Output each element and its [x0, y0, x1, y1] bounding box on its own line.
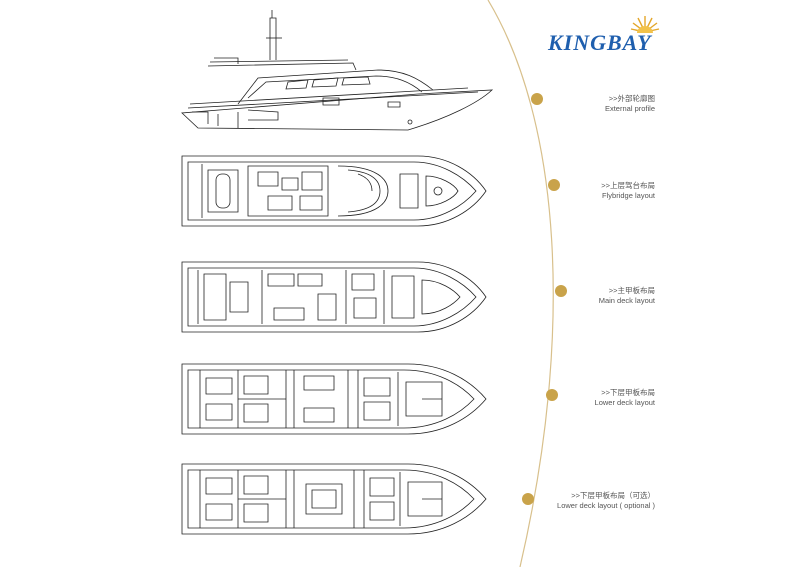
view-label-en: Main deck layout: [598, 296, 655, 305]
main-deck-layout-drawing: [178, 256, 490, 338]
view-label-en: External profile: [604, 104, 655, 113]
view-label-cn: >>下层甲板布局（可选）: [571, 491, 655, 500]
view-label-external: >>外部轮廓图 External profile: [605, 94, 655, 114]
view-label-cn: >>外部轮廓图: [608, 94, 655, 103]
lower-deck-layout-drawing: [178, 358, 490, 440]
timeline-dot-5: [522, 493, 534, 505]
view-label-cn: >>下层甲板布局: [601, 388, 655, 397]
timeline-dot-2: [548, 179, 560, 191]
timeline-dot-4: [546, 389, 558, 401]
flybridge-layout-drawing: [178, 150, 490, 232]
external-profile-drawing: [178, 8, 498, 138]
view-label-en: Lower deck layout ( optional ): [557, 501, 655, 510]
view-label-cn: >>主甲板布局: [608, 286, 655, 295]
view-label-en: Flybridge layout: [602, 191, 655, 200]
view-label-flybridge: >>上层驾台布局 Flybridge layout: [601, 181, 655, 201]
logo-wordmark: KINGBAY: [548, 30, 652, 55]
view-label-main-deck: >>主甲板布局 Main deck layout: [599, 286, 655, 306]
view-label-en: Lower deck layout: [594, 398, 655, 407]
view-label-lower-deck: >>下层甲板布局 Lower deck layout: [595, 388, 655, 408]
view-label-cn: >>上层驾台布局: [601, 181, 655, 190]
sun-logo-icon: [630, 14, 660, 33]
kingbay-logo: KINGBAY: [548, 14, 674, 55]
timeline-dot-3: [555, 285, 567, 297]
timeline-dot-1: [531, 93, 543, 105]
view-label-lower-deck-optional: >>下层甲板布局（可选） Lower deck layout ( optiona…: [557, 491, 655, 511]
lower-deck-optional-layout-drawing: [178, 458, 490, 540]
